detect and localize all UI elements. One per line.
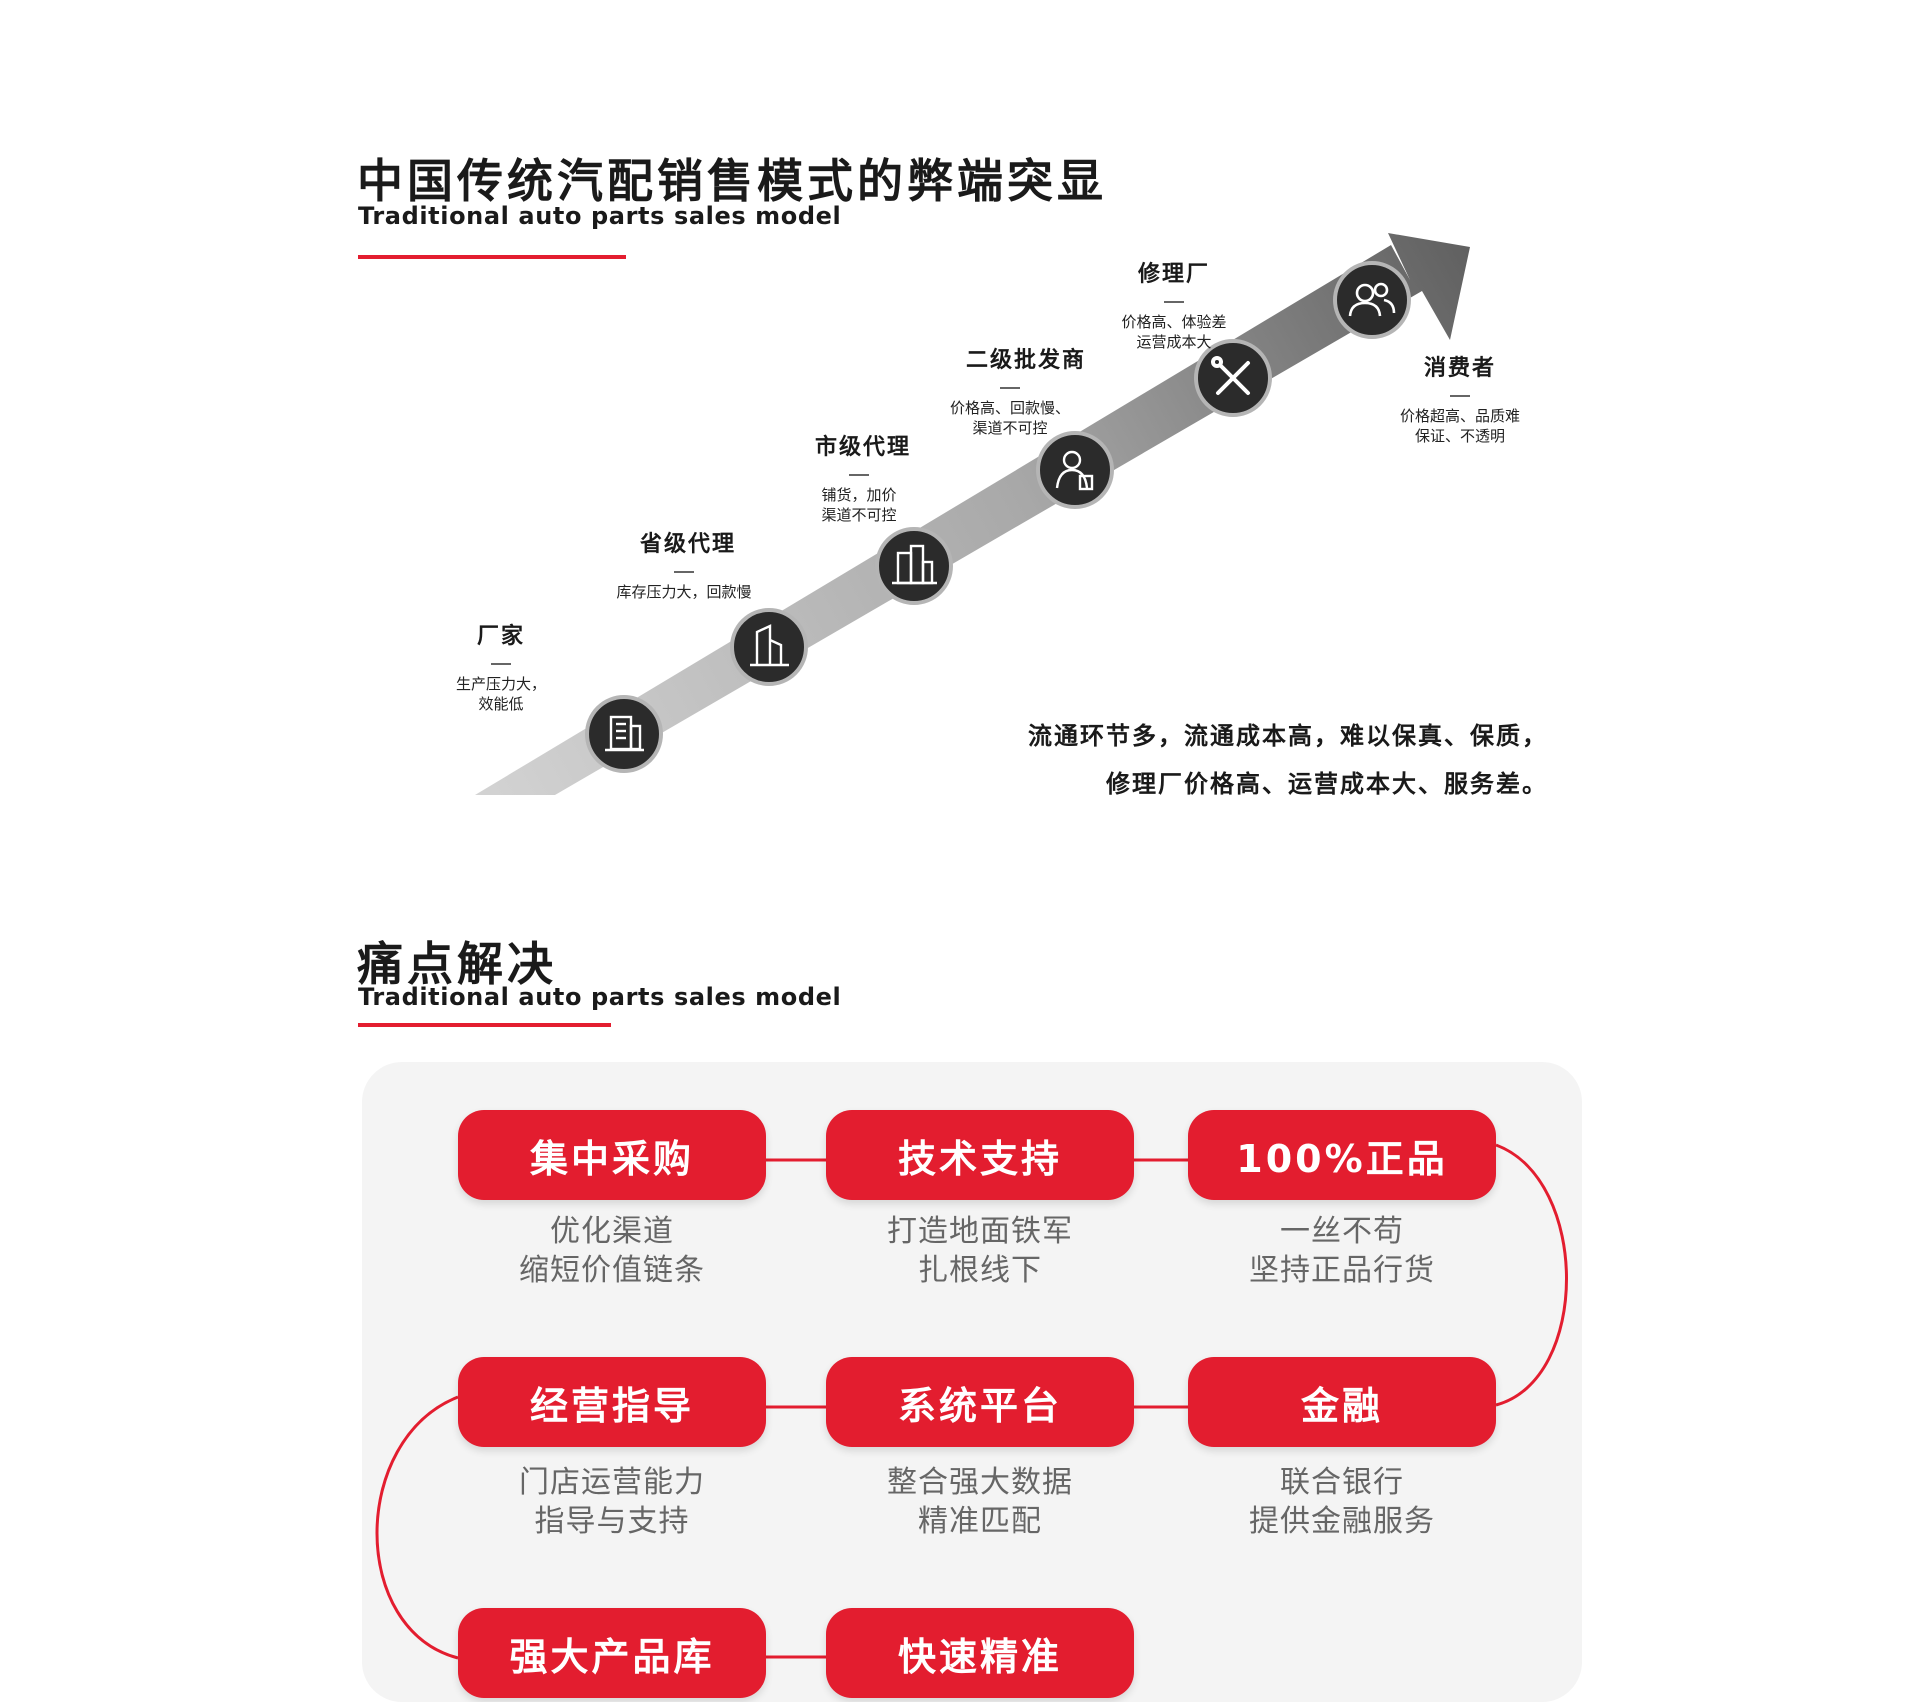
node-icon-circle-4 (1036, 431, 1114, 509)
node-name: 消费者 (1423, 356, 1496, 381)
summary-line-1: 流通环节多，流通成本高，难以保真、保质， (1028, 722, 1548, 750)
node-provincial-agent: 省级代理 库存压力大，回款慢 (616, 526, 751, 602)
node-icon-circle-3 (875, 527, 953, 605)
node-manufacturer: 厂家 生产压力大， 效能低 (456, 618, 546, 714)
solution-pill-system-platform: 系统平台 (826, 1357, 1134, 1447)
node-consumer: 消费者 价格超高、品质难 保证、不透明 (1400, 350, 1520, 446)
node-desc: 生产压力大， 效能低 (455, 675, 546, 713)
section2-subtitle: Traditional auto parts sales model (358, 983, 842, 1011)
node-desc: 铺货，加价 渠道不可控 (821, 486, 897, 524)
solution-caption: 一丝不苟坚持正品行货 (1249, 1214, 1435, 1288)
node-desc: 库存压力大，回款慢 (616, 583, 752, 601)
solution-pill-finance: 金融 (1188, 1357, 1496, 1447)
summary-line-2: 修理厂价格高、运营成本大、服务差。 (1106, 770, 1548, 798)
skyscraper-icon (750, 624, 789, 667)
solution-caption: 联合银行提供金融服务 (1249, 1465, 1435, 1539)
node-city-agent: 市级代理 铺货，加价 渠道不可控 (815, 429, 912, 525)
node-name: 市级代理 (815, 435, 912, 460)
node-desc: 价格超高、品质难 保证、不透明 (1399, 407, 1520, 445)
city-buildings-icon (892, 544, 937, 585)
office-building-icon (605, 715, 644, 752)
node-desc: 价格高、回款慢、 渠道不可控 (949, 399, 1070, 437)
solution-caption: 整合强大数据精准匹配 (887, 1465, 1073, 1539)
users-icon (1348, 282, 1396, 317)
node-divider (674, 571, 694, 573)
solution-pill-business-guidance: 经营指导 (458, 1357, 766, 1447)
solution-pill-tech-support: 技术支持 (826, 1110, 1134, 1200)
solution-caption: 打造地面铁军扎根线下 (887, 1214, 1073, 1288)
section2-title: 痛点解决 (357, 937, 557, 991)
solution-pill-fast-accurate: 快速精准 (826, 1608, 1134, 1698)
node-name: 省级代理 (640, 532, 737, 557)
section1-title: 中国传统汽配销售模式的弊端突显 (357, 154, 1107, 208)
node-desc: 价格高、体验差 运营成本大 (1121, 313, 1227, 351)
section1-subtitle: Traditional auto parts sales model (358, 202, 842, 230)
wrench-screwdriver-icon (1211, 356, 1250, 395)
node-icon-circle-6 (1333, 261, 1411, 339)
dealer-person-icon (1055, 450, 1094, 491)
node-divider (849, 474, 869, 476)
node-icon-circle-5 (1194, 339, 1272, 417)
solution-caption: 门店运营能力指导与支持 (519, 1465, 705, 1539)
solution-caption: 优化渠道缩短价值链条 (519, 1214, 705, 1288)
solution-pill-genuine-parts: 100%正品 (1188, 1110, 1496, 1200)
section1-title-underline (358, 255, 626, 259)
node-divider (1000, 387, 1020, 389)
node-divider (1164, 301, 1184, 303)
node-repair-shop: 修理厂 价格高、体验差 运营成本大 (1121, 256, 1226, 352)
node-icon-circle-1 (585, 695, 663, 773)
node-divider (1450, 395, 1470, 397)
node-name: 厂家 (476, 624, 525, 649)
node-divider (491, 663, 511, 665)
value-chain-staircase (475, 233, 1470, 795)
node-icon-circle-2 (730, 608, 808, 686)
section2-title-underline (358, 1023, 611, 1027)
solution-pill-central-purchasing: 集中采购 (458, 1110, 766, 1200)
solution-pill-product-library: 强大产品库 (458, 1608, 766, 1698)
node-name: 修理厂 (1137, 262, 1210, 287)
